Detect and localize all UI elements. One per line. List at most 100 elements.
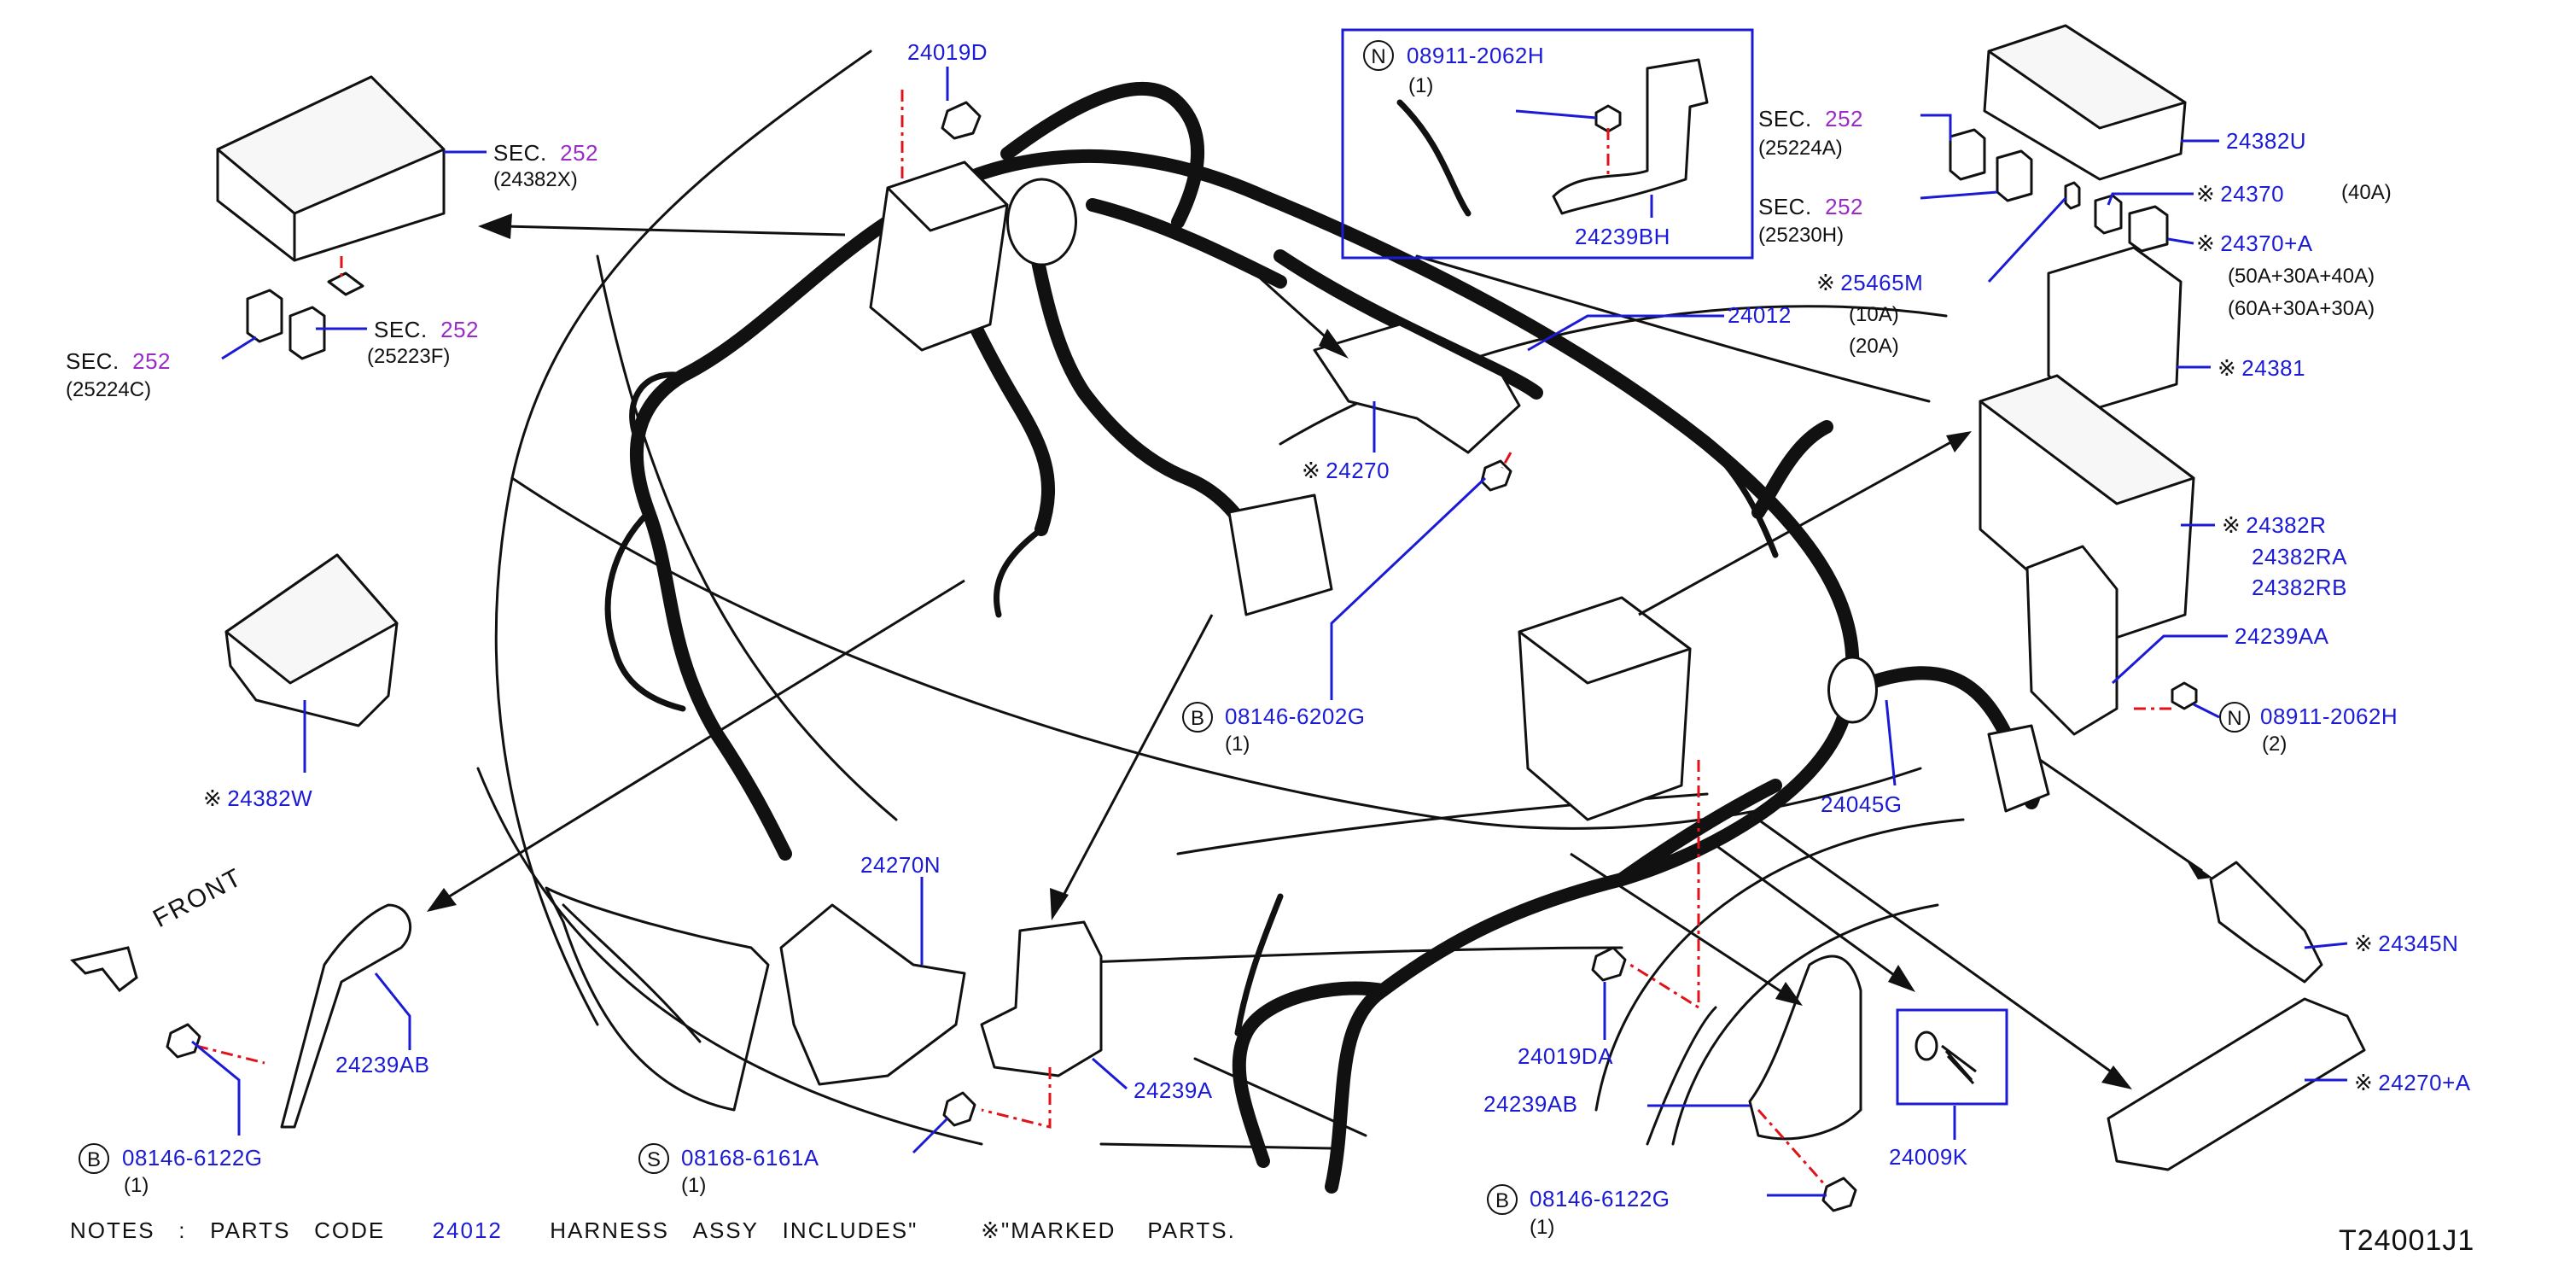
harness-thin-6	[1704, 441, 1779, 558]
cl-left-bolt	[195, 1044, 265, 1065]
label-24009k[interactable]: 24009K	[1889, 1144, 1968, 1170]
label-08911-2062h-right[interactable]: 08911-2062H	[2260, 704, 2398, 729]
label-08146-6122g-left[interactable]: 08146-6122G	[122, 1145, 263, 1171]
cl-24019da	[1629, 760, 1700, 1010]
fuse-24370	[2094, 194, 2123, 235]
detail-box-24009k	[1896, 1008, 2008, 1106]
label-24370[interactable]: ※24370	[2196, 181, 2284, 207]
label-24239a[interactable]: 24239A	[1134, 1077, 1213, 1103]
part-number[interactable]: 24270+A	[2378, 1070, 2471, 1095]
label-sec-25230h[interactable]: SEC. 252	[1758, 194, 1863, 219]
fuse-box-lid-front	[216, 148, 296, 262]
sec-number[interactable]: 252	[440, 317, 480, 342]
harness-thin-3	[993, 526, 1045, 618]
label-08146-6122g-bottom[interactable]: 08146-6122G	[1530, 1186, 1670, 1212]
part-number[interactable]: 24381	[2241, 355, 2306, 381]
bracket-24239aa	[2025, 545, 2118, 736]
harness-thin-4	[1234, 893, 1284, 1036]
cover-24270	[1313, 323, 1521, 454]
label-sec-24382x[interactable]: SEC. 252	[493, 140, 598, 166]
sec-number[interactable]: 252	[1825, 106, 1864, 131]
part-number[interactable]: 24370	[2220, 181, 2285, 207]
label-24382rb[interactable]: 24382RB	[2252, 575, 2347, 600]
wheel-arch	[1594, 818, 1965, 1112]
fusible-link-24381	[2047, 246, 2183, 412]
arrowhead-24382r	[1946, 431, 1972, 452]
symbol-n-top: N	[1363, 40, 1394, 71]
label-sec-25223f[interactable]: SEC. 252	[374, 317, 479, 342]
label-24382ra[interactable]: 24382RA	[2252, 544, 2347, 569]
fuse-24370a	[2128, 205, 2169, 253]
hood-edge	[510, 476, 1922, 830]
part-number[interactable]: 24345N	[2378, 931, 2459, 956]
qty-08146-6122g-bottom: (1)	[1530, 1216, 1555, 1239]
label-24239ab-right[interactable]: 24239AB	[1483, 1091, 1578, 1117]
label-24239aa[interactable]: 24239AA	[2235, 623, 2329, 649]
label-sec-25224c[interactable]: SEC. 252	[66, 348, 171, 374]
part-number[interactable]: 24382W	[227, 785, 313, 811]
harness-branch-7	[1232, 981, 1390, 1168]
arrowhead-24270	[1319, 329, 1349, 359]
rating-20a: (20A)	[1849, 335, 1899, 358]
label-24345n[interactable]: ※24345N	[2354, 931, 2458, 956]
label-24270[interactable]: ※24270	[1302, 458, 1390, 483]
cowl-line-2	[1415, 254, 1931, 403]
label-24239ab-left[interactable]: 24239AB	[335, 1052, 430, 1077]
label-08146-6202g[interactable]: 08146-6202G	[1225, 704, 1366, 729]
harness-thin-1	[604, 509, 686, 712]
symbol-b-bottom: B	[1487, 1184, 1518, 1215]
notes-part-code[interactable]: 24012	[432, 1217, 503, 1243]
ld-sec-25224a	[1920, 114, 1952, 141]
symbol-b-left: B	[79, 1143, 109, 1174]
part-number[interactable]: 24382R	[2246, 512, 2327, 538]
nut-08911-top	[1594, 104, 1622, 133]
qty-08911-right: (2)	[2262, 733, 2288, 756]
notes-includes: INCLUDES"	[782, 1217, 918, 1243]
label-24382w[interactable]: ※24382W	[203, 785, 312, 811]
bracket-24239ab-right	[1748, 955, 1862, 1141]
label-24382r[interactable]: ※24382R	[2222, 512, 2326, 538]
label-24045g[interactable]: 24045G	[1821, 791, 1903, 817]
marker-icon: ※	[2354, 931, 2374, 956]
connector-rear	[1987, 724, 2050, 813]
qty-08146-6122g-left: (1)	[124, 1174, 149, 1197]
notes-colon: :	[178, 1217, 187, 1243]
label-25465m[interactable]: ※25465M	[1816, 270, 1923, 295]
label-24012[interactable]: 24012	[1728, 302, 1792, 328]
label-sec-25224a[interactable]: SEC. 252	[1758, 106, 1863, 131]
label-24381[interactable]: ※24381	[2218, 355, 2305, 381]
sec-number[interactable]: 252	[1825, 194, 1864, 219]
junction-box-main-top	[886, 161, 1009, 232]
label-24019da[interactable]: 24019DA	[1518, 1043, 1613, 1069]
front-grille	[562, 903, 702, 1043]
label-24270n[interactable]: 24270N	[860, 852, 941, 878]
label-24370a[interactable]: ※24370+A	[2196, 231, 2313, 256]
notes-assy: ASSY	[692, 1217, 759, 1243]
label-24382u[interactable]: 24382U	[2226, 128, 2307, 154]
bracket-24239bh	[1552, 58, 1709, 215]
arrow-to-24239a	[1057, 614, 1214, 906]
bolt-24019d	[941, 101, 982, 140]
relay-25224c	[246, 289, 283, 343]
label-08168-6161a[interactable]: 08168-6161A	[681, 1145, 819, 1171]
part-number[interactable]: 25465M	[1840, 270, 1924, 295]
label-24270a[interactable]: ※24270+A	[2354, 1070, 2471, 1095]
relay-25223f	[288, 306, 326, 360]
marker-icon: ※	[2196, 231, 2216, 256]
label-24239bh[interactable]: 24239BH	[1575, 224, 1670, 249]
harness-branch-1	[1000, 82, 1204, 229]
screw-08168-6161a	[942, 1091, 976, 1127]
ld-08911-right	[2193, 703, 2220, 719]
label-08911-2062h-top[interactable]: 08911-2062H	[1407, 43, 1545, 68]
part-number[interactable]: 24270	[1326, 458, 1390, 483]
label-24019d[interactable]: 24019D	[907, 39, 988, 65]
sec-number[interactable]: 252	[560, 140, 599, 166]
sec-number[interactable]: 252	[132, 348, 172, 374]
notes-line: NOTES : PARTS CODE 24012 HARNESS ASSY IN…	[70, 1217, 1236, 1243]
harness-main	[881, 149, 1860, 1194]
part-number[interactable]: 24370+A	[2220, 231, 2313, 256]
notes-word: NOTES	[70, 1217, 155, 1243]
relay-25224a	[1949, 128, 1986, 181]
marker-icon: ※	[203, 785, 223, 811]
